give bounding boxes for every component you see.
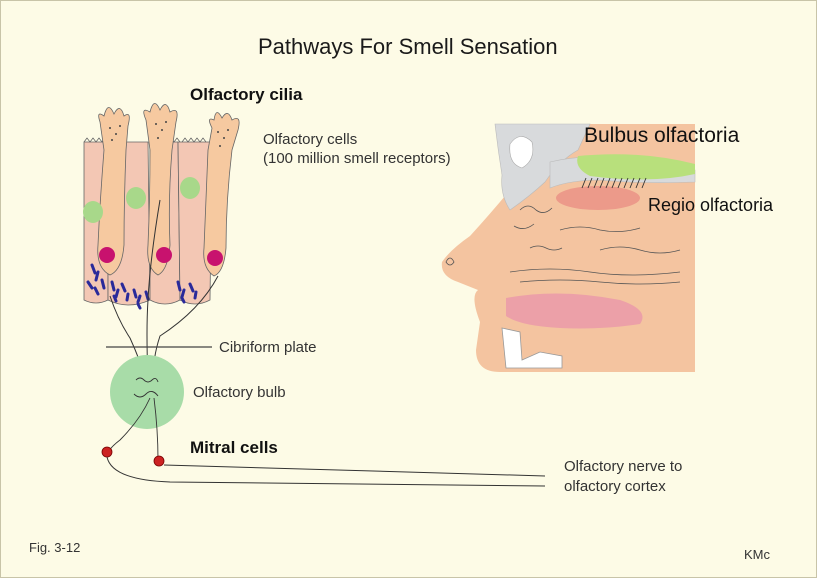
- olfactory-nerve: [106, 456, 546, 487]
- author-initials: KMc: [744, 547, 770, 562]
- bulbus-olfactoria-shape: [577, 154, 695, 180]
- label-olfactory-cells: Olfactory cells: [263, 131, 358, 148]
- basal-granules: [86, 263, 198, 310]
- figure-number: Fig. 3-12: [29, 540, 81, 555]
- teeth: [501, 327, 563, 369]
- receptor-cell: [143, 103, 178, 276]
- glomeruli: [107, 377, 159, 461]
- label-nerve-line1: Olfactory nerve to: [564, 458, 683, 475]
- label-olfactory-cilia: Olfactory cilia: [190, 85, 303, 104]
- mitral-cell: [101, 446, 113, 458]
- regio-olfactoria-shape: [556, 186, 640, 210]
- tongue: [506, 293, 643, 329]
- label-smell-receptors: (100 million smell receptors): [263, 150, 451, 167]
- mitral-cell: [153, 455, 165, 467]
- mitral-cells: [101, 446, 165, 467]
- olfactory-fibers: [581, 177, 647, 189]
- diagram-title: Pathways For Smell Sensation: [258, 34, 558, 59]
- receptor-cell: [203, 112, 240, 277]
- receptor-nuclei: [99, 247, 223, 266]
- head-section: [441, 123, 696, 372]
- label-nerve-line2: olfactory cortex: [564, 478, 666, 495]
- nostril: [445, 257, 455, 266]
- label-cribriform-plate: Cibriform plate: [219, 339, 317, 356]
- label-regio-olfactoria: Regio olfactoria: [648, 195, 774, 215]
- receptor-cells: [97, 103, 240, 277]
- label-mitral-cells: Mitral cells: [190, 438, 278, 457]
- receptor-cell: [97, 107, 130, 276]
- label-olfactory-bulb: Olfactory bulb: [193, 384, 286, 401]
- support-nuclei: [83, 177, 200, 223]
- turbinate-lines: [509, 205, 681, 285]
- label-bulbus-olfactoria: Bulbus olfactoria: [584, 124, 740, 147]
- sinus: [509, 136, 534, 169]
- olfactory-bulb: [110, 355, 184, 429]
